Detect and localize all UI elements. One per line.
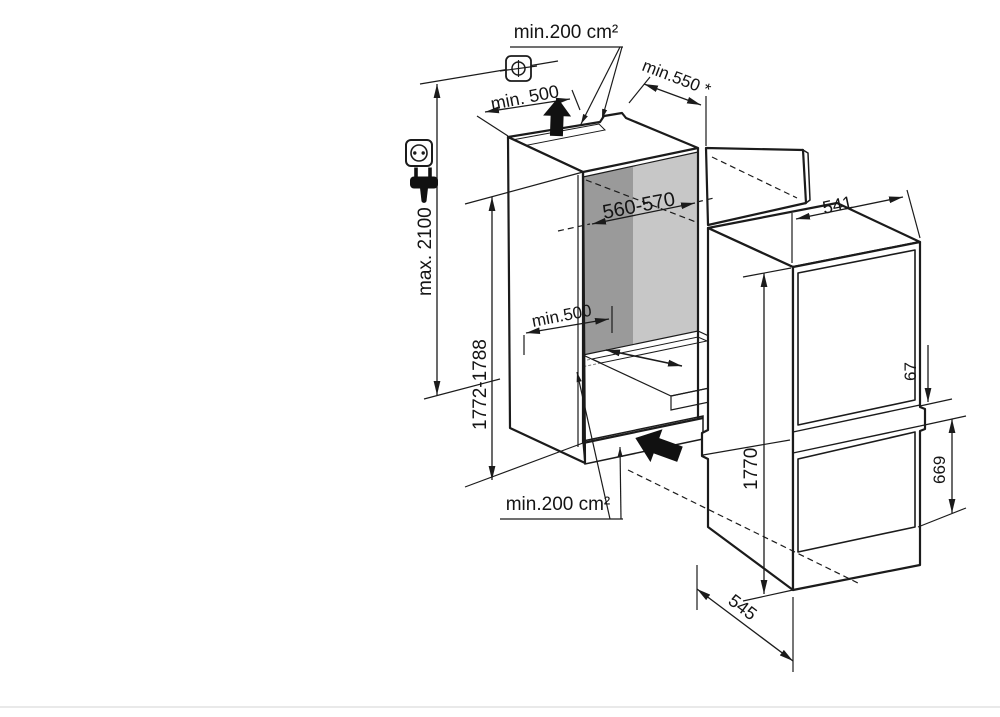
leader-vent-bottom-2 — [617, 446, 623, 520]
cabinet-top-face — [506, 111, 700, 174]
power-socket-icon — [405, 139, 433, 167]
door-gap-bottom-line — [792, 425, 921, 454]
label-vent-bottom: min.200 cm² — [506, 494, 611, 515]
fridge-door — [797, 249, 916, 426]
bottom-annotations: min.200 cm² — [500, 371, 861, 585]
dim-ext-niche-width-left — [557, 223, 591, 232]
electrical-icons — [405, 139, 438, 203]
panel-diagonal-dashed — [711, 156, 798, 199]
dim-line-appliance-width — [795, 196, 904, 220]
dim-ref-freezer-door-bottom — [917, 507, 967, 528]
label-appliance-height: 1770 — [741, 448, 762, 490]
dim-ref-clearance-top-left — [476, 115, 509, 137]
cabinet-side-panel — [506, 135, 587, 465]
airflow-in-arrow — [635, 429, 683, 463]
dim-ref-niche-depth-left — [628, 76, 651, 104]
dim-line-clearance-bottom — [525, 317, 610, 335]
dim-ext-niche-width-right — [696, 197, 715, 203]
niche-bottom-edge — [582, 416, 704, 445]
door-gap-top-line — [792, 404, 921, 433]
leader-vent-top-1 — [580, 46, 621, 125]
dim-ref-appliance-height-top — [742, 267, 792, 278]
dim-ref-hinge-gap — [919, 398, 953, 407]
freezer-door — [797, 431, 916, 553]
power-plug-icon — [410, 167, 438, 203]
alignment-dashed-line — [627, 469, 861, 585]
label-hinge-gap: 67 — [901, 362, 920, 381]
airflow-double-arrow — [605, 349, 683, 367]
dim-ref-niche-height-top — [464, 171, 584, 205]
junction-box-icon — [499, 55, 538, 82]
side-door-gap-line — [702, 439, 791, 456]
leader-vent-top-2 — [601, 46, 623, 120]
dim-ref-niche-height-bottom — [464, 442, 584, 488]
dim-ref-freezer-door-top — [919, 415, 967, 427]
dim-ref-max-height-bottom — [423, 378, 501, 400]
junction-line — [419, 60, 559, 85]
dim-line-niche-depth — [643, 83, 702, 106]
niche-ceiling-line — [582, 151, 699, 178]
label-freezer-door-height: 669 — [930, 456, 949, 484]
dim-ref-clearance-top-right — [571, 89, 581, 111]
dim-line-appliance-depth — [696, 588, 794, 662]
dim-line-niche-width — [591, 202, 696, 225]
label-vent-top: min.200 cm² — [514, 22, 619, 43]
dim-ref-appliance-width-right — [906, 189, 921, 239]
airflow-up-arrow — [543, 98, 572, 137]
appliance — [700, 201, 927, 592]
label-max-total-height: max. 2100 — [415, 207, 436, 296]
label-niche-height: 1772-1788 — [470, 339, 491, 430]
leader-vent-bottom-1 — [576, 371, 611, 520]
